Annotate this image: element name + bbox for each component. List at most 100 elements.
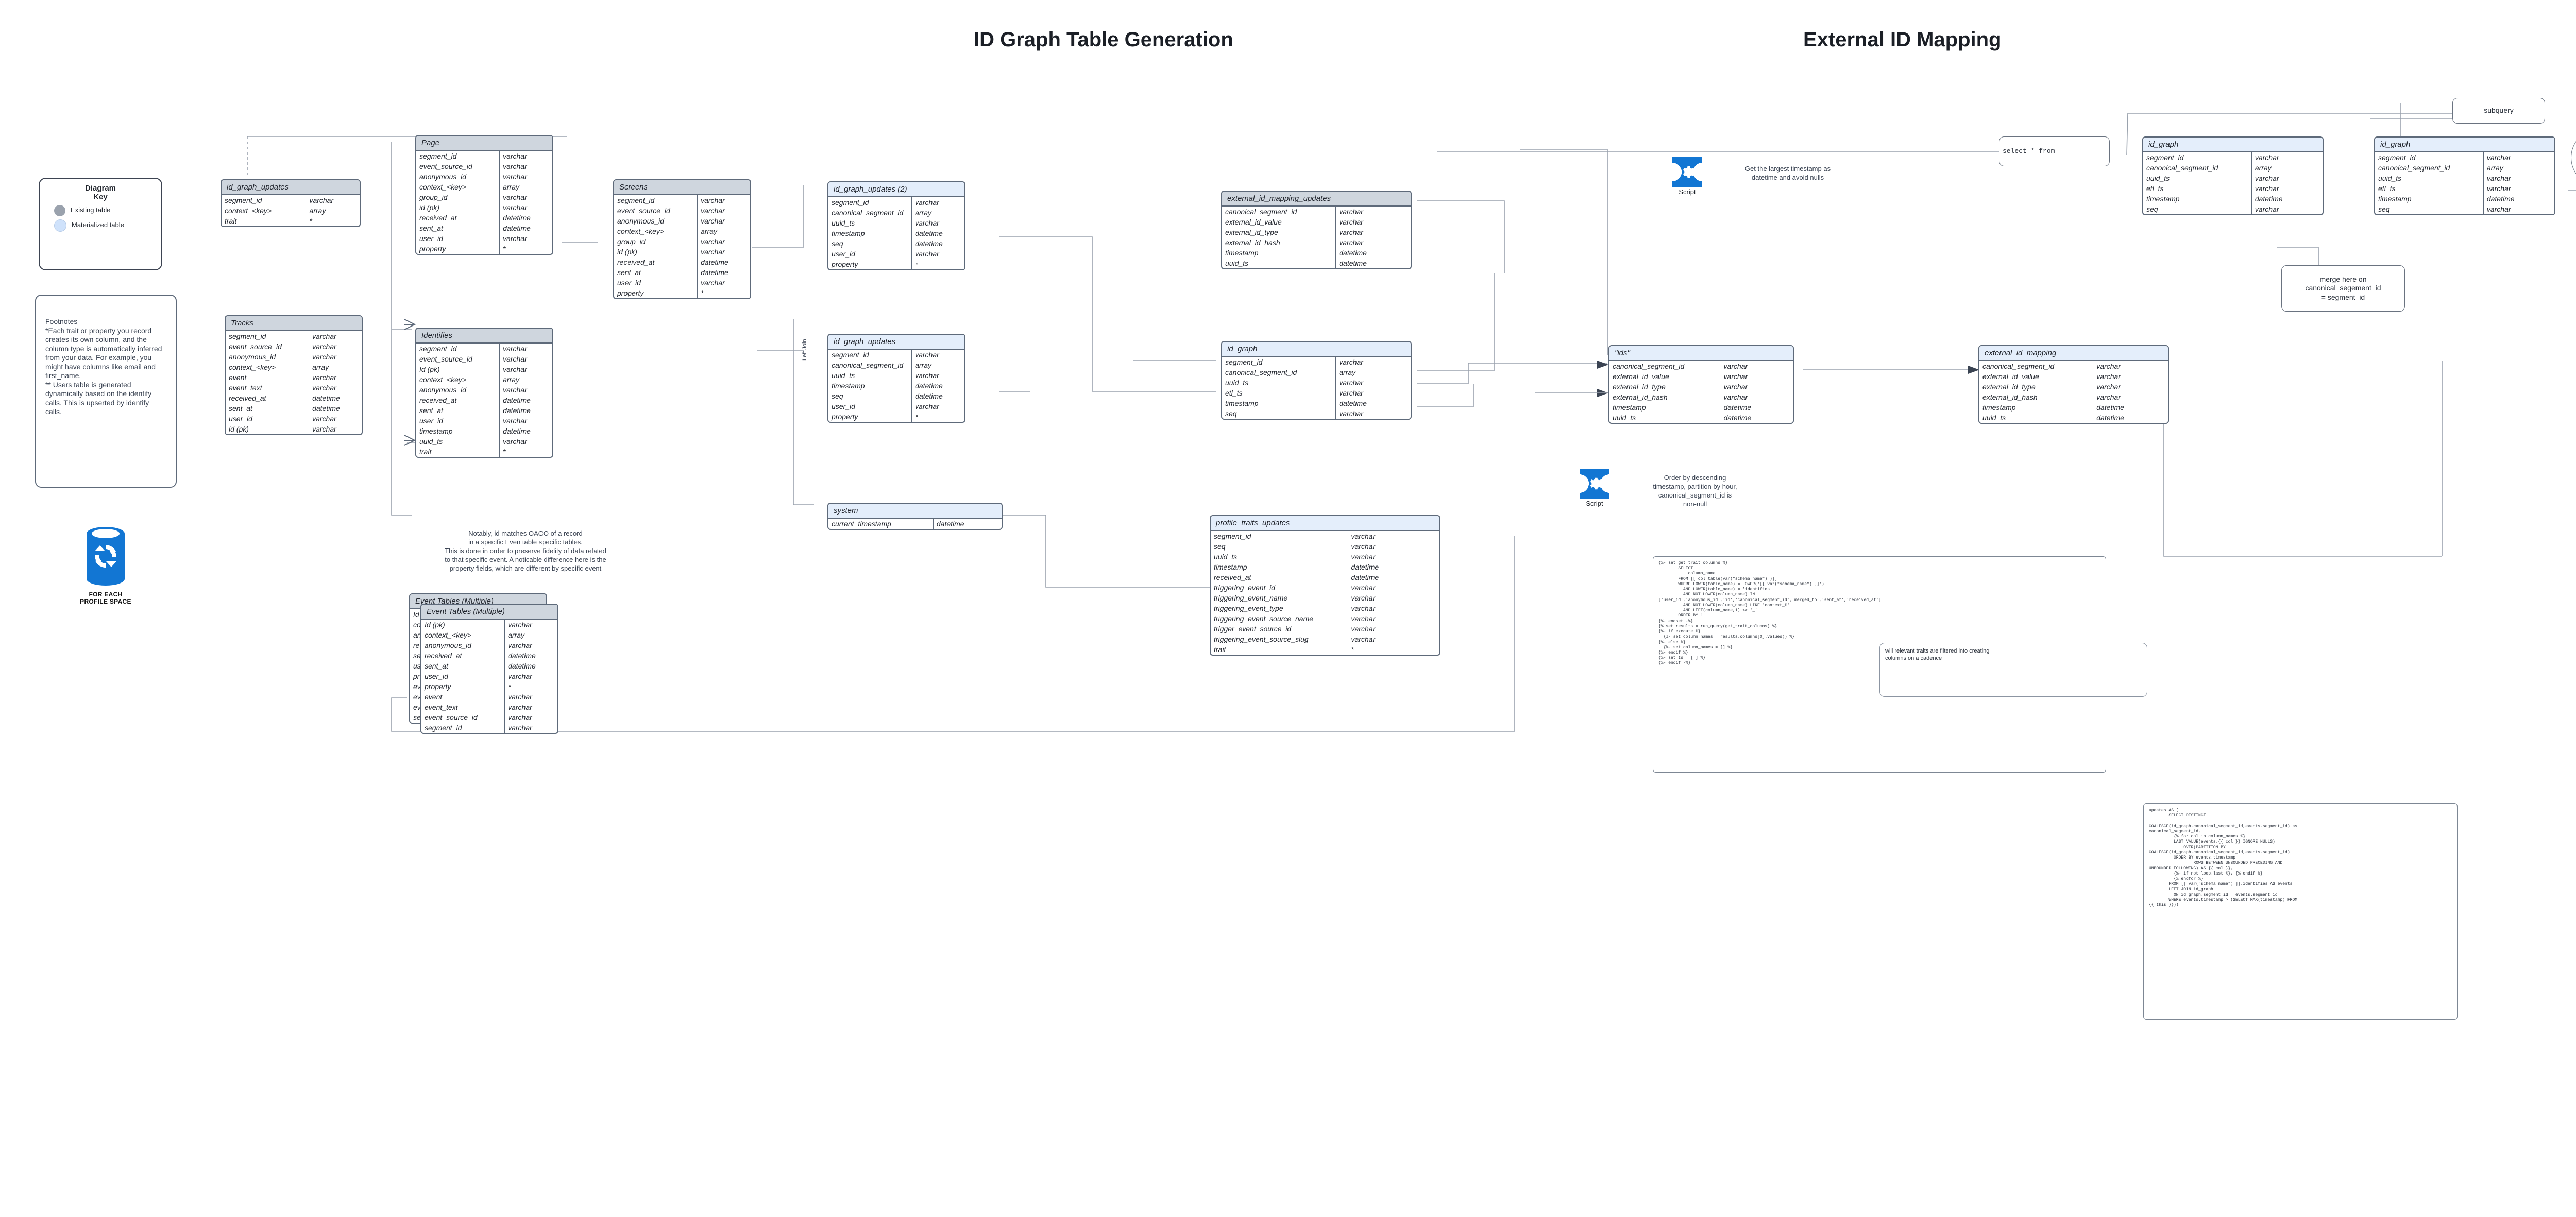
column-type: * [503,245,506,253]
column-type: varchar [309,196,334,204]
table-header: id_graph_updates [828,335,964,350]
footnote-2: ** Users table is generated dynamically … [45,380,152,416]
column-type: varchar [1723,393,1748,401]
profile-space-label: FOR EACH PROFILE SPACE [80,591,131,606]
table-row: property* [614,288,750,298]
column-type: varchar [701,279,725,287]
column-type: datetime [1723,414,1752,422]
column-name: seq [828,238,912,249]
table-row: Id (pk)varchar [416,364,552,374]
column-type: varchar [701,248,725,256]
column-name: user_id [416,416,500,426]
column-type: varchar [503,365,527,373]
column-name: anonymous_id [614,216,698,226]
table-row: trait* [222,216,360,226]
script-text-2: Order by descending timestamp, partition… [1653,474,1737,508]
column-type: varchar [503,203,527,212]
column-name: Id (pk) [421,620,505,630]
column-type: varchar [312,415,336,423]
diagram-key-title: Diagram Key [84,184,116,202]
column-type: datetime [503,406,531,415]
column-name: uuid_ts [1222,258,1336,268]
column-type: varchar [1339,389,1363,397]
column-type: varchar [312,353,336,361]
column-type: varchar [508,672,532,680]
column-type: datetime [2096,414,2124,422]
column-type: varchar [2486,184,2511,193]
column-type: varchar [503,152,527,160]
column-name: seq [828,391,912,401]
column-name: anonymous_id [421,640,505,650]
script-text-1: Get the largest timestamp as datetime an… [1744,165,1831,181]
column-name: trait [1211,644,1348,655]
column-name: external_id_hash [1609,392,1721,402]
column-type: varchar [1339,228,1363,236]
column-name: property [614,288,698,298]
column-type: * [1351,645,1354,654]
column-name: sent_at [416,405,500,416]
column-type: varchar [312,373,336,382]
column-type: varchar [1351,553,1376,561]
column-type: * [915,260,918,268]
column-name: id (pk) [416,202,500,213]
column-type: varchar [1723,372,1748,381]
table-row: context_<key>array [416,182,552,192]
table-row: context_<key>array [416,374,552,385]
column-name: timestamp [828,381,912,391]
column-type: varchar [1339,238,1363,247]
column-name: sent_at [614,267,698,278]
subquery-box: subquery [2452,98,2545,124]
column-type: datetime [508,652,536,660]
column-name: received_at [416,395,500,405]
table-row: id (pk)varchar [226,424,362,434]
column-type: datetime [1339,399,1367,407]
column-name: seq [1222,408,1336,419]
column-type: varchar [1351,594,1376,602]
column-name: uuid_ts [828,370,912,381]
column-type: datetime [503,214,531,222]
column-type: varchar [915,371,939,380]
column-type: varchar [312,342,336,351]
table-header: Screens [614,180,750,195]
column-type: datetime [915,229,943,237]
column-type: varchar [503,386,527,394]
column-type: * [915,413,918,421]
code-updates-cte[interactable]: updates AS ( SELECT DISTINCT COALESCE(id… [2143,803,2458,1020]
column-type: varchar [1351,614,1376,623]
column-type: varchar [1351,635,1376,643]
